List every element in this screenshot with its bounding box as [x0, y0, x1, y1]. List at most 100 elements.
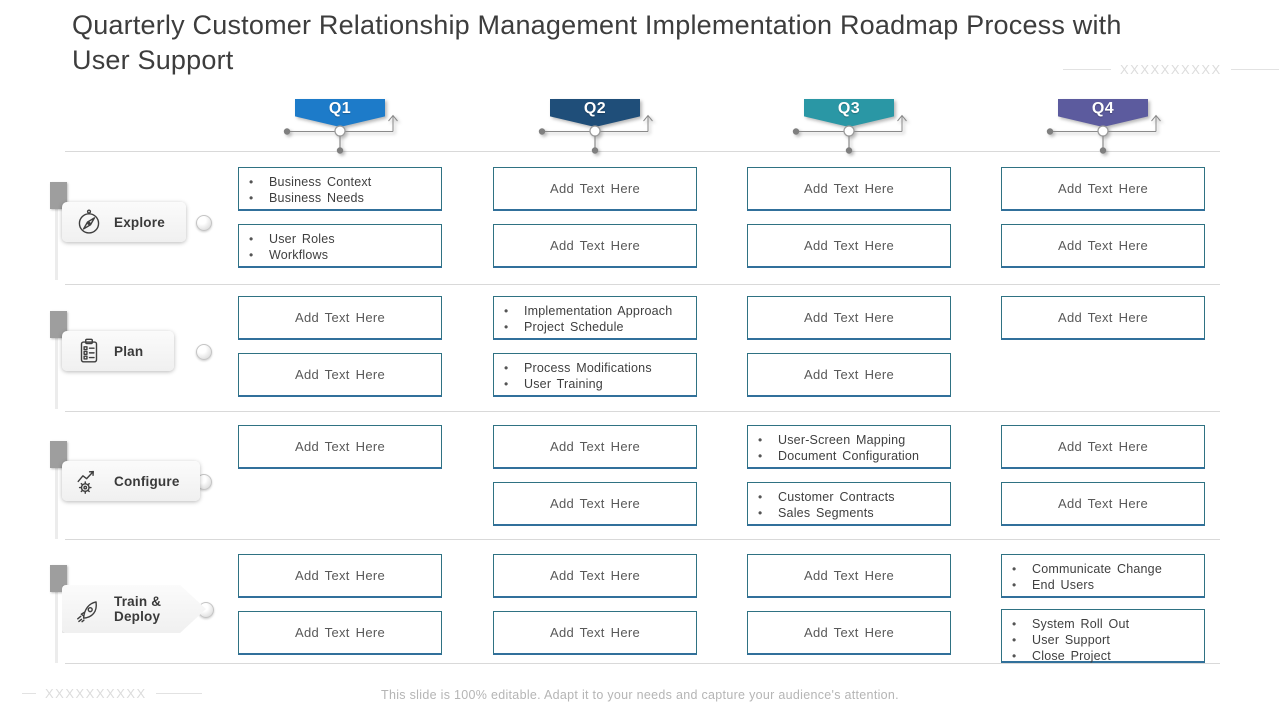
placeholder-box[interactable]: Add Text Here [238, 296, 442, 340]
placeholder-box[interactable]: Add Text Here [493, 425, 697, 469]
content-box[interactable]: •Customer Contracts•Sales Segments [747, 482, 951, 526]
bullet-item: • Implementation Approach [504, 304, 692, 320]
content-box[interactable]: •Communicate Change•End Users [1001, 554, 1205, 598]
placeholder-box[interactable]: Add Text Here [747, 353, 951, 397]
placeholder-text: Add Text Here [549, 439, 641, 454]
ribbon-strip [55, 443, 58, 539]
quarter-label: Q3 [837, 100, 861, 117]
clipboard-icon [74, 336, 104, 366]
bottom-watermark: XXXXXXXXXX [22, 686, 202, 701]
divider [22, 693, 36, 694]
bullet-text: User Training [524, 376, 603, 391]
row-label-text: Configure [114, 473, 180, 489]
placeholder-box[interactable]: Add Text Here [493, 167, 697, 211]
placeholder-text: Add Text Here [803, 625, 895, 640]
placeholder-text: Add Text Here [803, 181, 895, 196]
placeholder-box[interactable]: Add Text Here [493, 224, 697, 268]
bullet-icon: • [504, 361, 509, 375]
placeholder-text: Add Text Here [294, 439, 386, 454]
row-label-card: Configure [62, 461, 200, 501]
content-box[interactable]: •Implementation Approach•Project Schedul… [493, 296, 697, 340]
bullet-item: •Business Needs [249, 191, 437, 207]
bullet-item: •User-Screen Mapping [758, 433, 946, 449]
bullet-icon: • [504, 319, 509, 334]
bullet-text: Business Context [269, 175, 372, 189]
bullet-text: Workflows [269, 247, 329, 262]
placeholder-box[interactable]: Add Text Here [747, 167, 951, 211]
row-divider [65, 284, 1220, 285]
bullet-icon: • [249, 175, 254, 189]
gear-chart-icon [74, 466, 104, 496]
placeholder-text: Add Text Here [1057, 310, 1149, 325]
placeholder-text: Add Text Here [803, 568, 895, 583]
quarter-connector [283, 114, 398, 154]
bullet-icon: • [504, 304, 509, 318]
compass-icon [74, 207, 104, 237]
bullet-text: Communicate Change [1032, 562, 1162, 576]
bullet-text: Customer Contracts [778, 490, 895, 504]
placeholder-text: Add Text Here [1057, 238, 1149, 253]
bullet-icon: • [1012, 577, 1017, 592]
footer-note: This slide is 100% editable. Adapt it to… [381, 688, 899, 702]
bullet-icon: • [758, 433, 763, 447]
placeholder-box[interactable]: Add Text Here [493, 611, 697, 655]
bullet-item: • Document Configuration [758, 449, 946, 465]
bullet-icon: • [758, 448, 763, 463]
ribbon-strip [55, 313, 58, 409]
bullet-item: •User Training [504, 377, 692, 393]
ribbon-strip [55, 567, 58, 663]
placeholder-text: Add Text Here [549, 181, 641, 196]
content-box[interactable]: • Process Modifications •User Training [493, 353, 697, 397]
content-box[interactable]: •User Roles•Workflows [238, 224, 442, 268]
bullet-icon: • [249, 190, 254, 205]
placeholder-box[interactable]: Add Text Here [493, 482, 697, 526]
placeholder-box[interactable]: Add Text Here [238, 611, 442, 655]
placeholder-box[interactable]: Add Text Here [747, 296, 951, 340]
bullet-text: Implementation Approach [524, 304, 673, 318]
bullet-text: Process Modifications [524, 361, 652, 375]
bullet-item: • Workflows [249, 248, 437, 264]
divider [1063, 69, 1111, 70]
placeholder-box[interactable]: Add Text Here [238, 554, 442, 598]
bullet-item: •User Support [1012, 633, 1200, 649]
placeholder-text: Add Text Here [294, 310, 386, 325]
bullet-icon: • [249, 247, 254, 262]
row-label-text: Train & Deploy [114, 594, 162, 624]
quarter-label: Q1 [328, 100, 352, 117]
placeholder-text: Add Text Here [549, 238, 641, 253]
placeholder-box[interactable]: Add Text Here [493, 554, 697, 598]
bullet-icon: • [1012, 617, 1017, 631]
placeholder-box[interactable]: Add Text Here [238, 353, 442, 397]
watermark-text: XXXXXXXXXX [1120, 62, 1222, 77]
content-box[interactable]: •User-Screen Mapping• Document Configurat… [747, 425, 951, 469]
bullet-text: Document Configuration [778, 448, 920, 463]
content-box[interactable]: •System Roll Out•User Support•Close Proj… [1001, 609, 1205, 663]
content-box[interactable]: • Business Context •Business Needs [238, 167, 442, 211]
placeholder-box[interactable]: Add Text Here [1001, 167, 1205, 211]
placeholder-box[interactable]: Add Text Here [238, 425, 442, 469]
placeholder-box[interactable]: Add Text Here [747, 554, 951, 598]
placeholder-text: Add Text Here [549, 568, 641, 583]
bullet-icon: • [1012, 562, 1017, 576]
ribbon-strip [55, 184, 58, 280]
quarter-banner: Q2 [535, 99, 655, 157]
placeholder-box[interactable]: Add Text Here [747, 224, 951, 268]
placeholder-text: Add Text Here [1057, 181, 1149, 196]
placeholder-box[interactable]: Add Text Here [1001, 482, 1205, 526]
placeholder-box[interactable]: Add Text Here [1001, 296, 1205, 340]
bullet-item: •Customer Contracts [758, 490, 946, 506]
bullet-item: • Process Modifications [504, 361, 692, 377]
quarter-banner: Q4 [1043, 99, 1163, 157]
quarter-connector [1046, 114, 1161, 154]
bullet-text: User Support [1032, 632, 1111, 647]
placeholder-text: Add Text Here [803, 238, 895, 253]
placeholder-text: Add Text Here [549, 496, 641, 511]
top-watermark: XXXXXXXXXX [1063, 62, 1279, 77]
bullet-text: Sales Segments [778, 505, 874, 520]
placeholder-box[interactable]: Add Text Here [1001, 425, 1205, 469]
placeholder-box[interactable]: Add Text Here [747, 611, 951, 655]
placeholder-text: Add Text Here [1057, 439, 1149, 454]
bullet-item: • Communicate Change [1012, 562, 1200, 578]
quarter-banner: Q1 [280, 99, 400, 157]
placeholder-box[interactable]: Add Text Here [1001, 224, 1205, 268]
